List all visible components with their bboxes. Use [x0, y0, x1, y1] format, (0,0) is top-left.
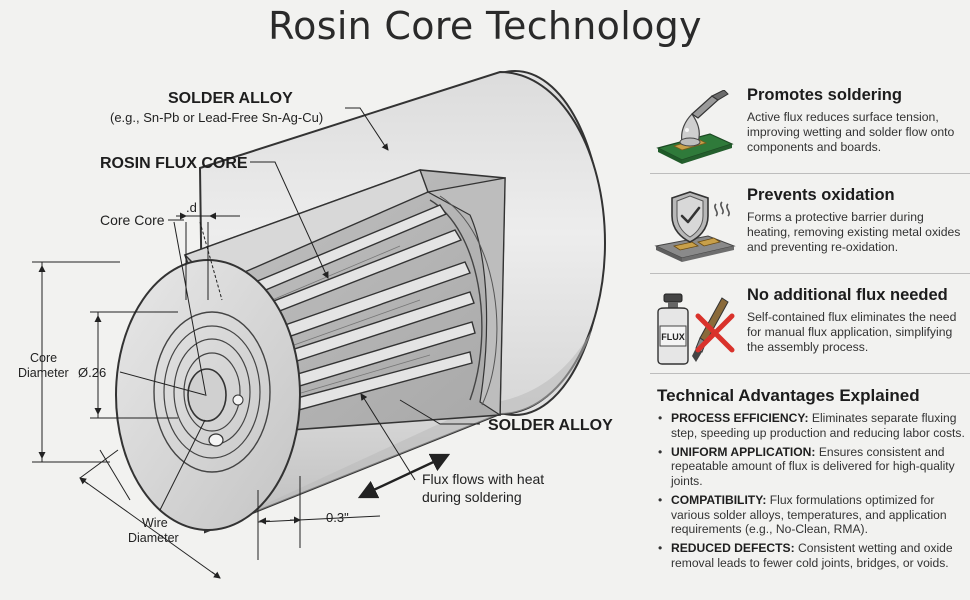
feature-no-additional-flux: FLUX No additional flux needed Self-cont…: [650, 286, 966, 382]
divider: [650, 373, 970, 374]
shield-check-icon: [654, 191, 736, 262]
divider: [650, 273, 970, 274]
advantage-label: REDUCED DEFECTS:: [671, 541, 795, 556]
feature-text: Forms a protective barrier during heatin…: [747, 210, 961, 254]
core-rings: [153, 311, 271, 473]
list-item: PROCESS EFFICIENCY: Eliminates separate …: [657, 411, 969, 440]
feature-title: Promotes soldering: [747, 86, 902, 104]
core-diameter-label-1: Core: [30, 351, 57, 365]
feature-promotes-soldering: Promotes soldering Active flux reduces s…: [650, 86, 966, 182]
solder-alloy-right-label: SOLDER ALLOY: [488, 417, 613, 434]
flux-core-center: [187, 368, 227, 422]
wire-diameter-dimension: [79, 419, 221, 579]
flux-bottle-icon: FLUX: [657, 293, 735, 365]
d-label: .d: [186, 200, 197, 215]
advantage-label: COMPATIBILITY:: [671, 492, 767, 507]
core-diameter-dimension: [32, 261, 120, 463]
divider: [650, 173, 970, 174]
diameter-value-label: Ø.26: [78, 365, 106, 380]
advantages-list: PROCESS EFFICIENCY: Eliminates separate …: [657, 411, 969, 575]
flux-flows-label-2: during soldering: [422, 489, 522, 505]
page-title: Rosin Core Technology: [268, 4, 702, 48]
feature-text: Self-contained flux eliminates the need …: [747, 310, 957, 354]
feature-title: No additional flux needed: [747, 286, 948, 304]
advantage-label: UNIFORM APPLICATION:: [671, 444, 816, 459]
feature-title: Prevents oxidation: [747, 186, 895, 204]
wire-diameter-label-1: Wire: [142, 516, 168, 530]
advantage-text: Eliminates separate fluxing step, speedi…: [671, 411, 965, 440]
list-item: UNIFORM APPLICATION: Ensures consistent …: [657, 445, 969, 489]
feature-prevents-oxidation: Prevents oxidation Forms a protective ba…: [650, 186, 966, 282]
solder-iron-icon: [656, 90, 734, 164]
list-item: COMPATIBILITY: Flux formulations optimiz…: [657, 493, 969, 537]
advantage-label: PROCESS EFFICIENCY:: [671, 411, 809, 425]
advantage-text: Ensures consistent and repeatable amount…: [671, 444, 955, 488]
solder-alloy-example-label: (e.g., Sn-Pb or Lead-Free Sn-Ag-Cu): [110, 110, 323, 125]
rosin-flux-core-label: ROSIN FLUX CORE: [100, 155, 248, 172]
flux-flows-label-1: Flux flows with heat: [422, 471, 544, 487]
wire-cross-section-diagram: SOLDER ALLOY (e.g., Sn-Pb or Lead-Free S…: [18, 70, 613, 579]
length-dimension: [257, 476, 381, 560]
advantages-title: Technical Advantages Explained: [657, 386, 920, 405]
feature-text: Active flux reduces surface tension, imp…: [747, 110, 955, 154]
advantage-text: Consistent wetting and oxide removal lea…: [671, 541, 953, 570]
flux-bottle-label: FLUX: [661, 332, 685, 342]
flux-flow-arrow: [357, 453, 451, 499]
core-diameter-label-2: Diameter: [18, 366, 69, 380]
length-value-label: 0.3": [326, 510, 349, 525]
advantage-text: Flux formulations optimized for various …: [671, 492, 947, 537]
core-core-label: Core Core: [100, 212, 165, 228]
wire-diameter-label-2: Diameter: [128, 531, 179, 545]
solder-alloy-top-label: SOLDER ALLOY: [168, 90, 293, 107]
list-item: REDUCED DEFECTS: Consistent wetting and …: [657, 541, 969, 570]
